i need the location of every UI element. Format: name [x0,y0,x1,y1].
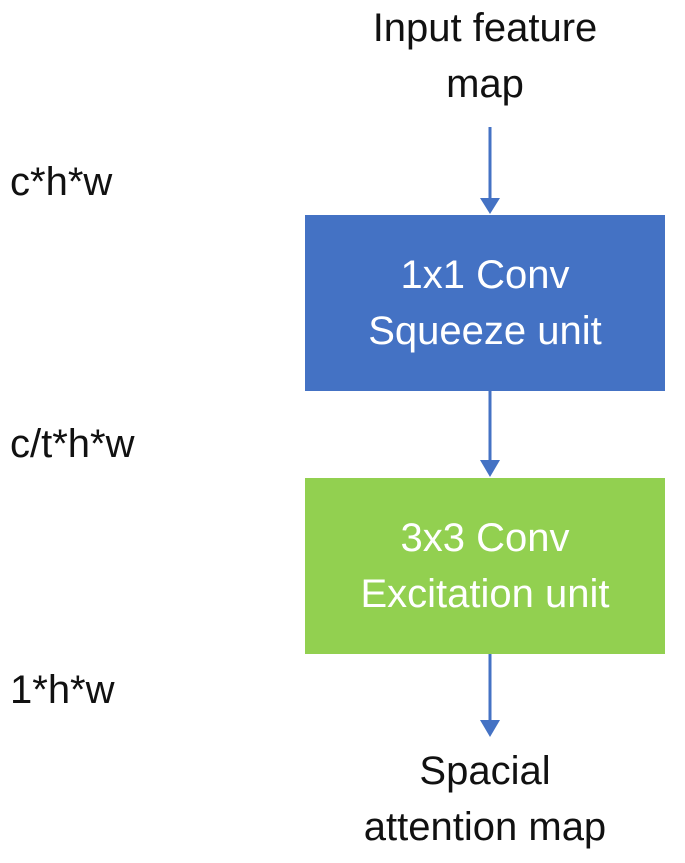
output-label: Spacial attention map [305,743,665,855]
dim-label-output: 1*h*w [10,668,115,712]
squeeze-unit-line1: 1x1 Conv [400,253,570,297]
excitation-unit-box: 3x3 Conv Excitation unit [305,478,665,654]
excitation-unit-line2: Excitation unit [360,572,610,616]
excitation-unit-line1: 3x3 Conv [400,516,570,560]
dim-label-input: c*h*w [10,160,113,204]
dim-label-squeezed: c/t*h*w [10,422,135,466]
arrow-input-to-squeeze [480,127,500,214]
input-label-line1: Input feature [372,6,598,50]
arrow-excitation-to-output [480,654,500,737]
input-label-line2: map [446,62,524,106]
output-label-line2: attention map [363,805,607,849]
arrow-squeeze-to-excitation [480,391,500,477]
squeeze-unit-line2: Squeeze unit [368,309,602,353]
output-label-line1: Spacial [419,749,551,793]
squeeze-unit-box: 1x1 Conv Squeeze unit [305,215,665,391]
input-label: Input feature map [305,0,665,112]
